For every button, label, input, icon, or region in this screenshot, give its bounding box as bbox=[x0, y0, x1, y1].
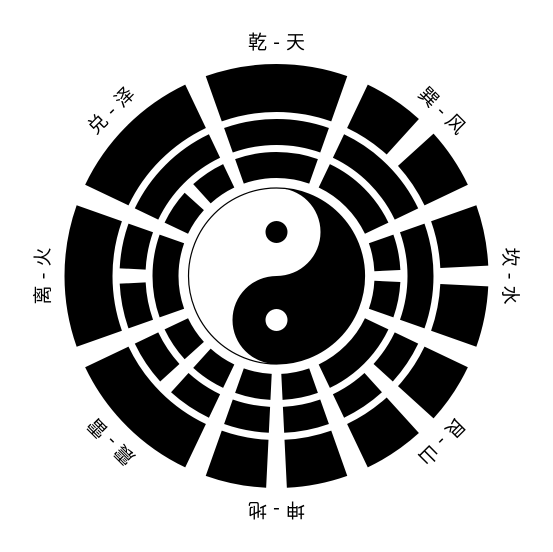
trigram-5 bbox=[205, 368, 348, 488]
taiji-yin-dot bbox=[265, 221, 288, 243]
taiji-symbol bbox=[187, 187, 366, 365]
trigram-8 bbox=[85, 84, 235, 234]
trigram-label: 坎 - 水 bbox=[499, 248, 521, 305]
yang-line bbox=[152, 234, 185, 318]
trigram-1 bbox=[205, 63, 348, 184]
yin-line-segment bbox=[164, 318, 204, 360]
trigram-ring bbox=[64, 63, 489, 488]
trigram-label: 艮 - 山 bbox=[414, 413, 470, 469]
yin-line-segment bbox=[164, 192, 204, 234]
yin-line-segment bbox=[332, 373, 382, 418]
yang-line bbox=[64, 205, 122, 347]
trigram-3 bbox=[368, 205, 489, 347]
yin-line-segment bbox=[224, 399, 271, 433]
yang-line bbox=[332, 134, 419, 220]
yang-line bbox=[85, 84, 206, 206]
trigram-label: 坤 - 地 bbox=[248, 499, 305, 521]
yin-line-segment bbox=[282, 399, 329, 433]
yang-line bbox=[134, 134, 221, 220]
trigram-label: 离 - 火 bbox=[32, 248, 54, 305]
trigram-7 bbox=[64, 205, 185, 347]
yin-line-segment bbox=[347, 84, 419, 155]
trigram-label: 乾 - 天 bbox=[248, 32, 305, 54]
yang-line bbox=[224, 119, 329, 153]
yin-line-segment bbox=[373, 332, 419, 382]
yin-line-segment bbox=[171, 373, 221, 418]
trigram-6 bbox=[85, 318, 235, 468]
yang-line bbox=[318, 164, 389, 234]
trigram-4 bbox=[318, 318, 468, 468]
yang-line bbox=[399, 223, 434, 329]
yin-line-segment bbox=[368, 234, 401, 272]
yin-line-segment bbox=[347, 397, 419, 468]
yin-line-segment bbox=[119, 223, 154, 270]
trigram-label: 巽 - 风 bbox=[414, 83, 470, 139]
yin-line-segment bbox=[205, 430, 269, 488]
yin-line-segment bbox=[284, 430, 348, 488]
yin-line-segment bbox=[397, 346, 468, 419]
yin-line-segment bbox=[134, 332, 180, 382]
yin-line-segment bbox=[431, 284, 489, 347]
yang-line bbox=[205, 63, 348, 122]
yang-line bbox=[318, 318, 389, 388]
yin-line-segment bbox=[193, 348, 235, 388]
yin-line-segment bbox=[368, 280, 401, 318]
yin-line-segment bbox=[431, 205, 489, 268]
taiji-yang-dot bbox=[265, 309, 288, 331]
yang-line bbox=[235, 151, 318, 184]
trigram-2 bbox=[318, 84, 468, 234]
yin-line-segment bbox=[119, 282, 154, 329]
yin-line-segment bbox=[235, 368, 272, 400]
yin-line-segment bbox=[397, 133, 468, 206]
yin-line-segment bbox=[281, 368, 318, 400]
yang-line bbox=[85, 346, 206, 468]
yin-line-segment bbox=[193, 164, 235, 204]
